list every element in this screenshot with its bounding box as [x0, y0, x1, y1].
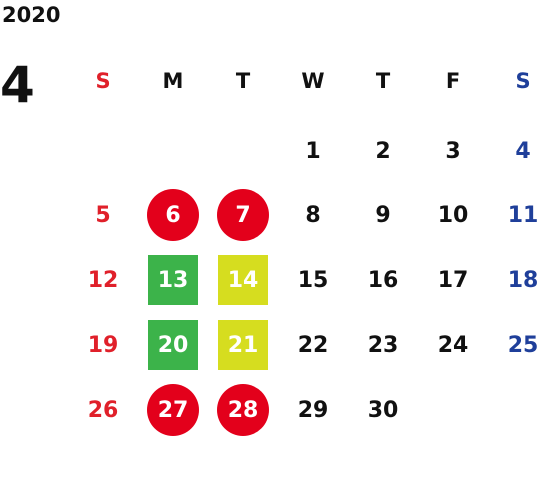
- day-cell: 20: [143, 320, 203, 370]
- day-cell: 28: [213, 384, 273, 436]
- day-number: 23: [367, 332, 399, 358]
- day-cell: 10: [423, 195, 483, 235]
- weekday-header: T: [375, 69, 391, 93]
- day-number: 10: [437, 202, 469, 228]
- day-number: 26: [87, 397, 119, 423]
- day-cell: 22: [283, 325, 343, 365]
- weekday-header: W: [301, 69, 325, 93]
- day-cell: 24: [423, 325, 483, 365]
- day-number: 11: [507, 202, 539, 228]
- day-cell: 5: [73, 195, 133, 235]
- day-number: 25: [507, 332, 539, 358]
- day-cell: 29: [283, 390, 343, 430]
- highlight-circle-day: 6: [147, 189, 199, 241]
- day-cell: 14: [213, 255, 273, 305]
- day-cell: 4: [493, 131, 548, 171]
- day-cell: 16: [353, 260, 413, 300]
- highlight-circle-day: 28: [217, 384, 269, 436]
- day-cell: 6: [143, 189, 203, 241]
- day-number: 3: [445, 138, 461, 164]
- highlight-green-day: 13: [148, 255, 198, 305]
- day-number: 18: [507, 267, 539, 293]
- day-cell: 7: [213, 189, 273, 241]
- day-cell: 30: [353, 390, 413, 430]
- day-cell: 26: [73, 390, 133, 430]
- highlight-circle-day: 7: [217, 189, 269, 241]
- day-number: 2: [375, 138, 391, 164]
- highlight-yellow-day: 21: [218, 320, 268, 370]
- day-number: 22: [297, 332, 329, 358]
- highlight-yellow-day: 14: [218, 255, 268, 305]
- day-number: 15: [297, 267, 329, 293]
- day-number: 24: [437, 332, 469, 358]
- highlight-circle-day: 27: [147, 384, 199, 436]
- day-number: 29: [297, 397, 329, 423]
- day-number: 16: [367, 267, 399, 293]
- day-cell: 25: [493, 325, 548, 365]
- day-number: 5: [95, 202, 111, 228]
- highlight-green-day: 20: [148, 320, 198, 370]
- day-cell: 11: [493, 195, 548, 235]
- day-cell: 9: [353, 195, 413, 235]
- day-cell: 17: [423, 260, 483, 300]
- day-cell: 3: [423, 131, 483, 171]
- day-cell: 19: [73, 325, 133, 365]
- day-cell: 1: [283, 131, 343, 171]
- day-cell: 21: [213, 320, 273, 370]
- weekday-header: T: [235, 69, 251, 93]
- weekday-header: S: [515, 69, 531, 93]
- day-cell: 12: [73, 260, 133, 300]
- day-cell: 23: [353, 325, 413, 365]
- day-number: 4: [515, 138, 531, 164]
- day-cell: 18: [493, 260, 548, 300]
- day-number: 1: [305, 138, 321, 164]
- year-label: 2020: [2, 3, 61, 27]
- day-cell: 13: [143, 255, 203, 305]
- day-cell: 2: [353, 131, 413, 171]
- day-number: 8: [305, 202, 321, 228]
- day-cell: 15: [283, 260, 343, 300]
- weekday-header: F: [445, 69, 461, 93]
- day-number: 19: [87, 332, 119, 358]
- weekday-header: M: [162, 69, 184, 93]
- weekday-header: S: [95, 69, 111, 93]
- month-number: 4: [0, 56, 35, 114]
- day-number: 30: [367, 397, 399, 423]
- day-number: 12: [87, 267, 119, 293]
- day-cell: 8: [283, 195, 343, 235]
- day-cell: 27: [143, 384, 203, 436]
- day-number: 17: [437, 267, 469, 293]
- day-number: 9: [375, 202, 391, 228]
